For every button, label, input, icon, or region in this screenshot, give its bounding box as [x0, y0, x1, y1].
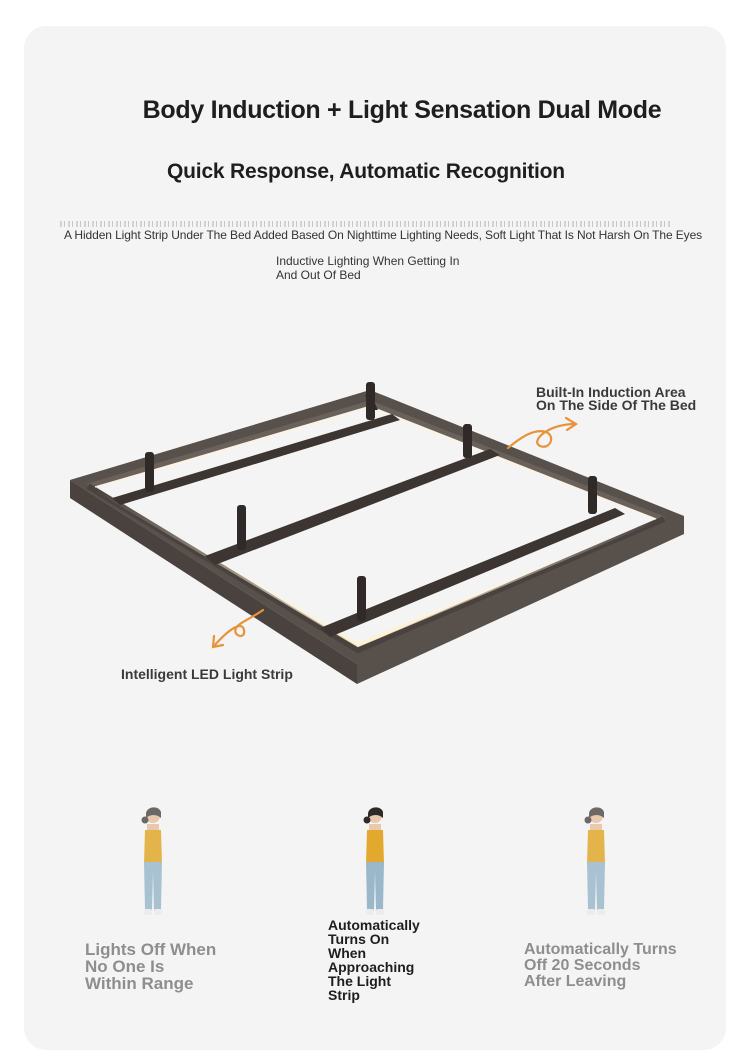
mode-2-line-6: Strip	[328, 987, 360, 1003]
bed-frame	[70, 382, 684, 684]
person-figure-left-icon	[141, 807, 162, 915]
mode-1-line-1: Lights Off When	[85, 940, 217, 959]
person-figure-center-icon	[363, 807, 384, 915]
induction-arrow-icon	[506, 422, 577, 450]
mode-3-line-1: Automatically Turns	[524, 941, 677, 958]
mode-turns-on-caption: Automatically Turns On When Approaching …	[328, 918, 448, 1002]
induction-arrowhead-icon	[564, 416, 579, 432]
inductive-lighting-note: Inductive Lighting When Getting In And O…	[276, 254, 496, 282]
mode-1-line-3: Within Range	[85, 974, 194, 993]
page-title: Body Induction + Light Sensation Dual Mo…	[142, 96, 662, 124]
inductive-line-1: Inductive Lighting When Getting In	[276, 254, 460, 268]
mode-auto-off-caption: Automatically Turns Off 20 Seconds After…	[524, 942, 714, 990]
mode-lights-off-caption: Lights Off When No One Is Within Range	[85, 941, 255, 992]
led-strip-callout: Intelligent LED Light Strip	[121, 666, 293, 682]
description-text: A Hidden Light Strip Under The Bed Added…	[63, 228, 703, 242]
mode-3-line-3: After Leaving	[524, 973, 627, 990]
mode-2-line-1: Automatically	[328, 917, 420, 933]
led-arrow-icon	[212, 608, 265, 648]
mode-1-line-2: No One Is	[85, 957, 165, 976]
mode-2-line-3: When	[328, 945, 367, 961]
mode-3-line-2: Off 20 Seconds	[524, 957, 641, 974]
induction-area-line-2: On The Side Of The Bed	[536, 397, 697, 413]
inductive-line-2: And Out Of Bed	[276, 268, 361, 282]
person-figure-right-icon	[584, 807, 605, 915]
decorative-noise-line	[60, 221, 672, 227]
led-arrowhead-icon	[211, 634, 225, 649]
induction-area-callout: Built-In Induction Area On The Side Of T…	[536, 384, 726, 413]
mode-2-line-2: Turns On	[328, 931, 390, 947]
mode-2-line-5: The Light	[328, 973, 391, 989]
induction-area-line-1: Built-In Induction Area	[536, 384, 686, 400]
mode-2-line-4: Approaching	[328, 959, 415, 975]
page-subtitle: Quick Response, Automatic Recognition	[167, 160, 565, 183]
